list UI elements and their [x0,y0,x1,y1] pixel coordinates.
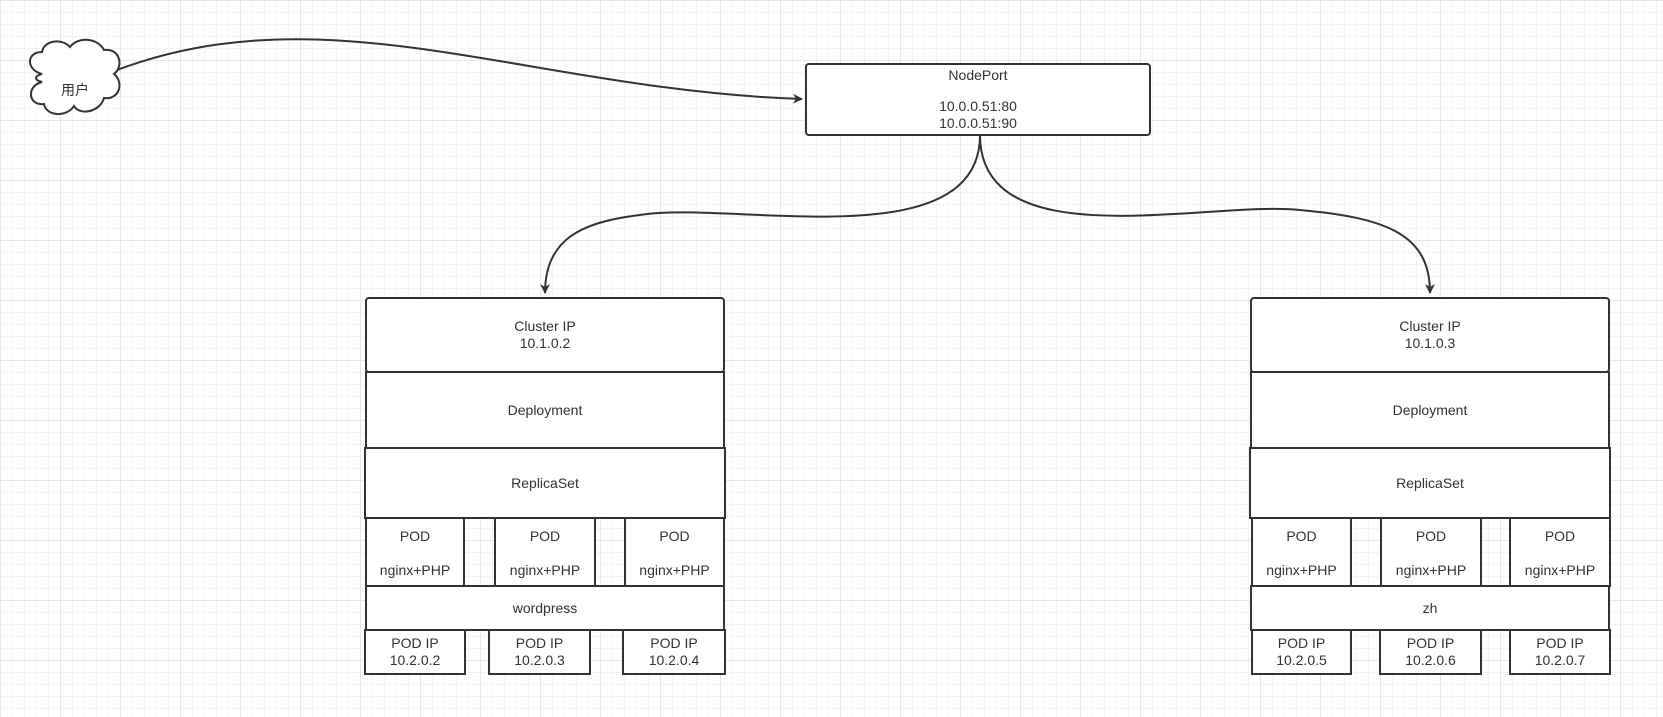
pod-ip-value: 10.2.0.7 [1534,652,1586,668]
deployment-box[interactable]: Deployment [365,371,725,449]
pod-title: POD [659,528,690,544]
replicaset-label: ReplicaSet [1396,474,1464,491]
pod-box[interactable]: POD nginx+PHP [624,517,725,587]
nodeport-title: NodePort [948,67,1008,83]
pod-content: nginx+PHP [509,562,581,578]
nodeport-to-cluster-1-arrow [540,134,981,294]
pod-ip-label: POD IP [1536,635,1584,651]
pod-ip-value: 10.2.0.3 [514,652,565,668]
cluster-ip-value: 10.1.0.2 [519,335,571,351]
pod-content: nginx+PHP [639,562,710,578]
pod-ip-label: POD IP [1277,635,1326,651]
pod-title: POD [1544,528,1576,544]
pod-ip-value: 10.2.0.5 [1276,652,1327,668]
pod-title: POD [1415,528,1447,544]
pod-box[interactable]: POD nginx+PHP [1251,517,1352,587]
pod-content: nginx+PHP [1524,562,1596,578]
pod-content: nginx+PHP [1395,562,1467,578]
pod-ip-box[interactable]: POD IP 10.2.0.2 [364,629,466,675]
app-label: wordpress [512,599,578,616]
pod-ip-value: 10.2.0.4 [648,652,700,668]
pod-ip-box[interactable]: POD IP 10.2.0.5 [1251,629,1352,675]
app-box[interactable]: zh [1250,585,1610,631]
pod-title: POD [399,528,431,544]
pod-ip-label: POD IP [515,635,564,651]
pod-ip-label: POD IP [1406,635,1455,651]
pod-content: nginx+PHP [1266,562,1337,578]
nodeport-box[interactable]: NodePort 10.0.0.51:80 10.0.0.51:90 [805,63,1151,136]
pod-box[interactable]: POD nginx+PHP [1380,517,1482,587]
pod-ip-value: 10.2.0.2 [389,652,441,668]
pod-box[interactable]: POD nginx+PHP [1509,517,1611,587]
nodeport-address: 10.0.0.51:90 [939,115,1017,131]
pod-ip-label: POD IP [650,635,698,651]
deployment-label: Deployment [507,401,583,418]
app-box[interactable]: wordpress [365,585,725,631]
cluster-ip-box[interactable]: Cluster IP 10.1.0.2 [365,297,725,373]
replicaset-box[interactable]: ReplicaSet [1249,447,1611,519]
pod-ip-value: 10.2.0.6 [1405,652,1456,668]
app-label: zh [1422,599,1438,616]
nodeport-address: 10.0.0.51:80 [939,98,1017,114]
user-to-nodeport-arrow [116,38,803,104]
nodeport-to-cluster-2-arrow [979,134,1435,294]
cluster-ip-value: 10.1.0.3 [1404,335,1456,351]
pod-ip-label: POD IP [391,635,439,651]
pod-title: POD [529,528,561,544]
cluster-ip-label: Cluster IP [514,318,576,334]
pod-ip-box[interactable]: POD IP 10.2.0.7 [1509,629,1611,675]
pod-title: POD [1286,528,1317,544]
pod-content: nginx+PHP [379,562,451,578]
deployment-label: Deployment [1392,401,1468,418]
pod-ip-box[interactable]: POD IP 10.2.0.6 [1379,629,1482,675]
replicaset-box[interactable]: ReplicaSet [364,447,726,519]
deployment-box[interactable]: Deployment [1250,371,1610,449]
pod-box[interactable]: POD nginx+PHP [494,517,596,587]
user-cloud-shape [29,38,121,115]
cluster-ip-box[interactable]: Cluster IP 10.1.0.3 [1250,297,1610,373]
pod-ip-box[interactable]: POD IP 10.2.0.4 [622,629,726,675]
pod-ip-box[interactable]: POD IP 10.2.0.3 [488,629,591,675]
cluster-ip-label: Cluster IP [1399,318,1461,334]
pod-box[interactable]: POD nginx+PHP [365,517,465,587]
replicaset-label: ReplicaSet [511,474,579,491]
user-label: 用户 [61,82,89,98]
